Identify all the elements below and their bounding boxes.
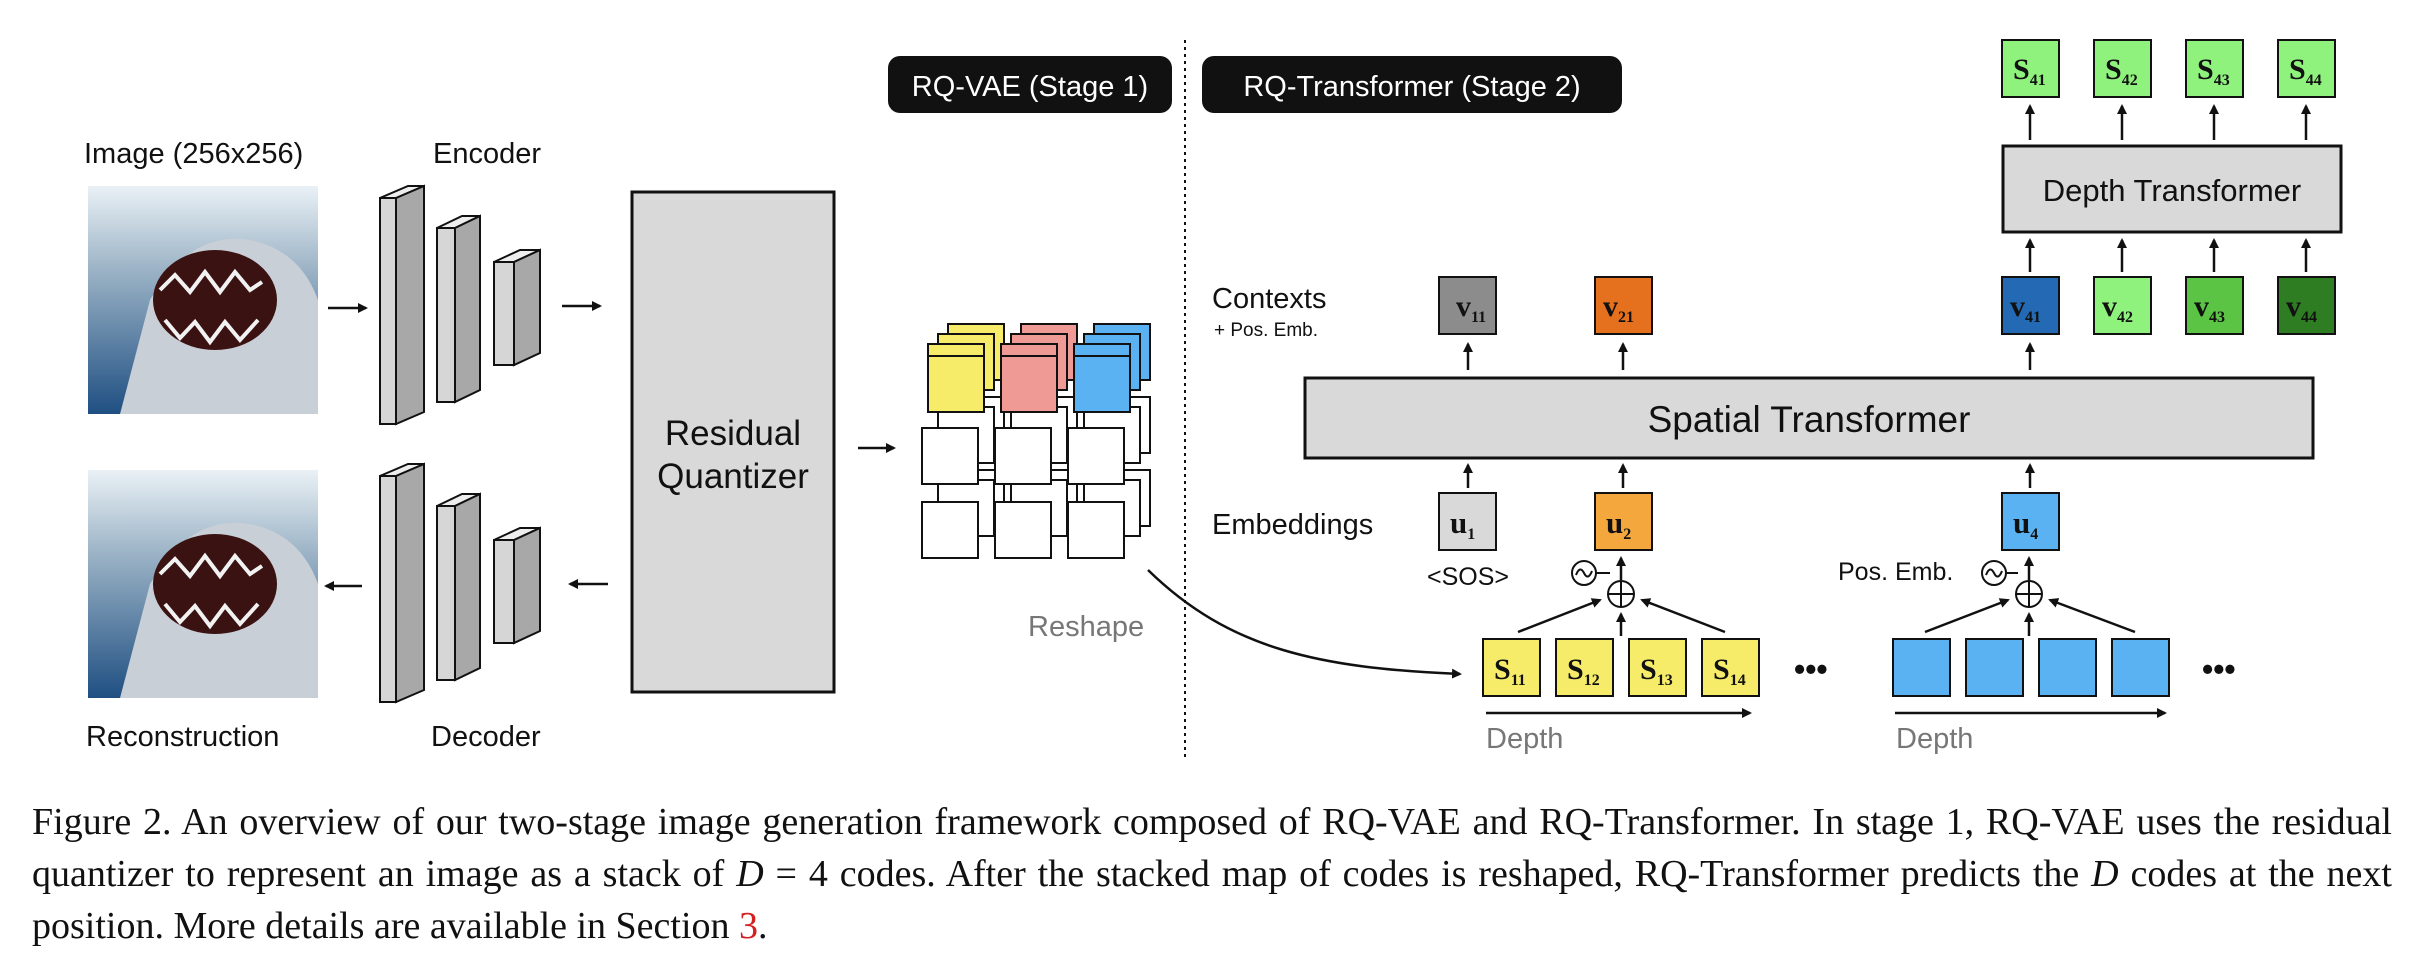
u-token-2: u2 <box>1594 492 1653 551</box>
depth-label-1: Depth <box>1486 723 1563 755</box>
s-token-14: S14 <box>1701 638 1760 697</box>
reconstruction-label: Reconstruction <box>86 721 279 753</box>
s-out-token-44: S44 <box>2277 39 2336 98</box>
ellipsis-1: ••• <box>1794 651 1828 687</box>
s-out-token-42: S42 <box>2093 39 2152 98</box>
svg-text:v11: v11 <box>1456 290 1486 326</box>
image-label: Image (256x256) <box>84 138 303 170</box>
spatial-transformer-box <box>1303 376 2315 460</box>
svg-text:u4: u4 <box>2013 505 2038 543</box>
input-image <box>88 186 318 414</box>
reconstruction-image <box>88 470 318 698</box>
stage1-label: RQ-VAE (Stage 1) <box>912 71 1148 103</box>
stage1-badge <box>888 56 1172 113</box>
blue-code-tokens <box>1892 638 2170 697</box>
svg-text:S14: S14 <box>1713 653 1746 689</box>
stage1-arrows <box>324 301 896 591</box>
s-token-13: S13 <box>1628 638 1687 697</box>
s-token-12: S12 <box>1555 638 1614 697</box>
reshape-label: Reshape <box>1028 611 1144 643</box>
decoder-layers <box>379 462 541 704</box>
figure-caption: Figure 2. An overview of our two-stage i… <box>32 801 2392 947</box>
svg-text:S12: S12 <box>1567 653 1600 689</box>
svg-text:S42: S42 <box>2105 53 2138 89</box>
stage2-label: RQ-Transformer (Stage 2) <box>1243 71 1580 103</box>
svg-text:u2: u2 <box>1606 505 1631 543</box>
ellipsis-2: ••• <box>2202 651 2236 687</box>
svg-text:S44: S44 <box>2289 53 2322 89</box>
stage2-badge <box>1202 56 1622 113</box>
u-token-4: u4 <box>2001 492 2060 551</box>
v-token-11: v11 <box>1438 276 1497 335</box>
code-stack <box>921 323 1151 559</box>
depth-transformer-box <box>2001 144 2343 234</box>
pos-emb-adder-4 <box>1981 560 2043 608</box>
spatial-transformer-label: Spatial Transformer <box>1648 399 1971 440</box>
section-reference-link[interactable]: 3 <box>739 905 759 947</box>
s-out-token-41: S41 <box>2001 39 2060 98</box>
residual-quantizer-box <box>630 190 836 694</box>
contexts-pos-emb-label: + Pos. Emb. <box>1214 320 1318 341</box>
encoder-layers <box>379 184 541 426</box>
sos-label: <SOS> <box>1427 563 1509 591</box>
decoder-label: Decoder <box>431 721 541 753</box>
residual-quantizer-label-line2: Quantizer <box>657 457 809 496</box>
svg-text:S13: S13 <box>1640 653 1673 689</box>
depth-transformer-label: Depth Transformer <box>2043 173 2301 208</box>
svg-text:u1: u1 <box>1450 505 1475 543</box>
svg-text:S41: S41 <box>2013 53 2046 89</box>
svg-text:v41: v41 <box>2010 290 2041 326</box>
svg-text:v21: v21 <box>1603 290 1634 326</box>
residual-quantizer-label-line1: Residual <box>665 414 801 453</box>
pos-emb-adder-1 <box>1571 560 1635 608</box>
v-token-21: v21 <box>1594 276 1653 335</box>
u-token-1: u1 <box>1438 492 1497 551</box>
s-token-11: S11 <box>1482 638 1541 697</box>
embeddings-label: Embeddings <box>1212 509 1373 541</box>
contexts-label: Contexts <box>1212 283 1326 315</box>
svg-text:v44: v44 <box>2286 290 2317 326</box>
depth-label-2: Depth <box>1896 723 1973 755</box>
v-token-42: v42 <box>2093 276 2152 335</box>
pos-emb-label: Pos. Emb. <box>1838 558 1953 586</box>
svg-text:S43: S43 <box>2197 53 2230 89</box>
framework-diagram: Image (256x256) Encoder Reconstruction D… <box>84 39 2343 760</box>
v-token-44: v44 <box>2277 276 2336 335</box>
encoder-label: Encoder <box>433 138 541 170</box>
s-out-token-43: S43 <box>2185 39 2244 98</box>
svg-text:v42: v42 <box>2102 290 2133 326</box>
svg-text:v43: v43 <box>2194 290 2225 326</box>
v-token-43: v43 <box>2185 276 2244 335</box>
stage2-arrows <box>1463 104 2311 636</box>
reshape-arrow <box>1147 569 1462 679</box>
svg-text:S11: S11 <box>1494 653 1526 689</box>
v-token-41: v41 <box>2001 276 2060 335</box>
